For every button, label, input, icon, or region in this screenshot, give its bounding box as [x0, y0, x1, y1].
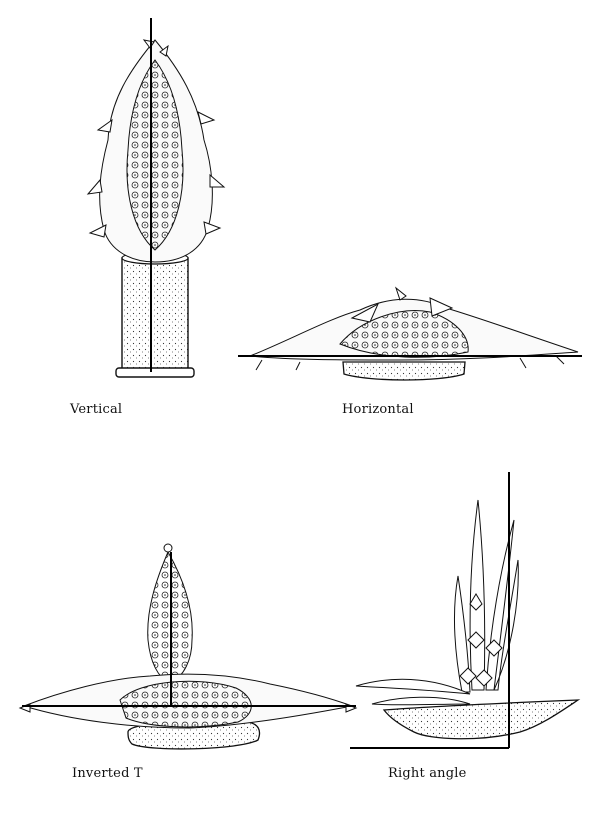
caption-vertical: Vertical	[70, 402, 123, 417]
cylinder-vase	[115, 251, 195, 378]
horizontal-arrangement	[238, 286, 582, 381]
right-angle-foliage	[355, 499, 519, 706]
caption-right-angle: Right angle	[388, 766, 467, 781]
inverted-t-foliage	[18, 543, 358, 729]
wide-bowl	[382, 699, 581, 740]
horizontal-foliage	[249, 286, 579, 371]
daffodil-flowers	[459, 593, 503, 687]
inverted-t-arrangement	[18, 543, 358, 750]
vertical-arrangement	[86, 18, 226, 378]
caption-horizontal: Horizontal	[342, 402, 414, 417]
shallow-bowl	[342, 361, 466, 381]
caption-inverted-t: Inverted T	[72, 766, 143, 781]
vertical-foliage	[86, 39, 226, 263]
right-angle-arrangement	[350, 472, 581, 749]
